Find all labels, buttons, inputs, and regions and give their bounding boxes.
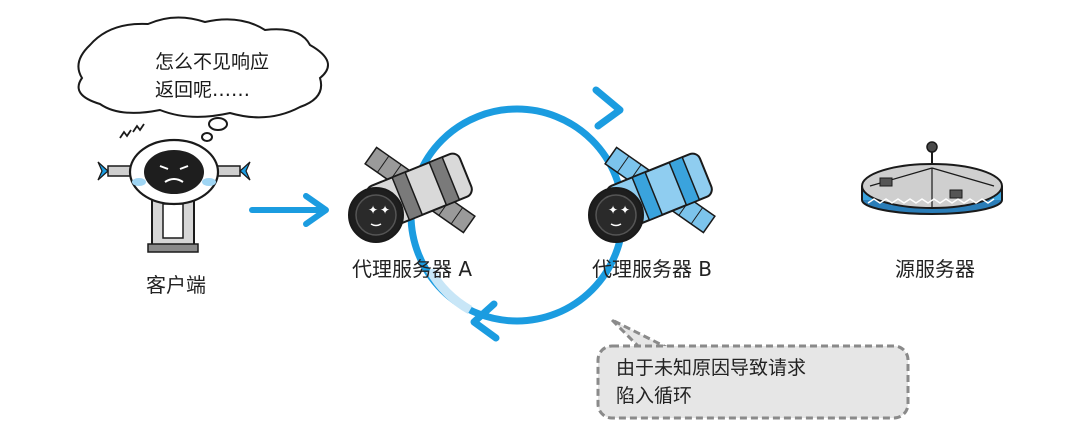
- loop-note-line-1: 由于未知原因导致请求: [616, 357, 806, 379]
- proxy-server-a-icon: ✦ ✦: [348, 146, 476, 243]
- svg-text:✦: ✦: [368, 203, 378, 217]
- loop-note-line-2: 陷入循环: [616, 385, 692, 407]
- client-label: 客户端: [146, 273, 206, 297]
- proxy-a-label: 代理服务器 A: [352, 257, 472, 281]
- thought-line-1: 怎么不见响应: [155, 51, 269, 73]
- proxy-b-label: 代理服务器 B: [592, 257, 712, 281]
- client-to-proxy-a-arrow: [249, 193, 329, 227]
- thought-bubble: 怎么不见响应 返回呢……: [77, 16, 329, 142]
- thought-line-2: 返回呢……: [155, 79, 250, 101]
- svg-text:✦: ✦: [608, 203, 618, 217]
- svg-text:✦: ✦: [380, 203, 390, 217]
- client-robot-icon: [97, 123, 251, 253]
- proxy-server-b-icon: ✦ ✦: [588, 146, 716, 243]
- origin-server-icon: [861, 141, 1003, 215]
- origin-server-label: 源服务器: [895, 257, 975, 281]
- svg-text:✦: ✦: [620, 203, 630, 217]
- loop-note-callout: 由于未知原因导致请求 陷入循环: [596, 318, 910, 420]
